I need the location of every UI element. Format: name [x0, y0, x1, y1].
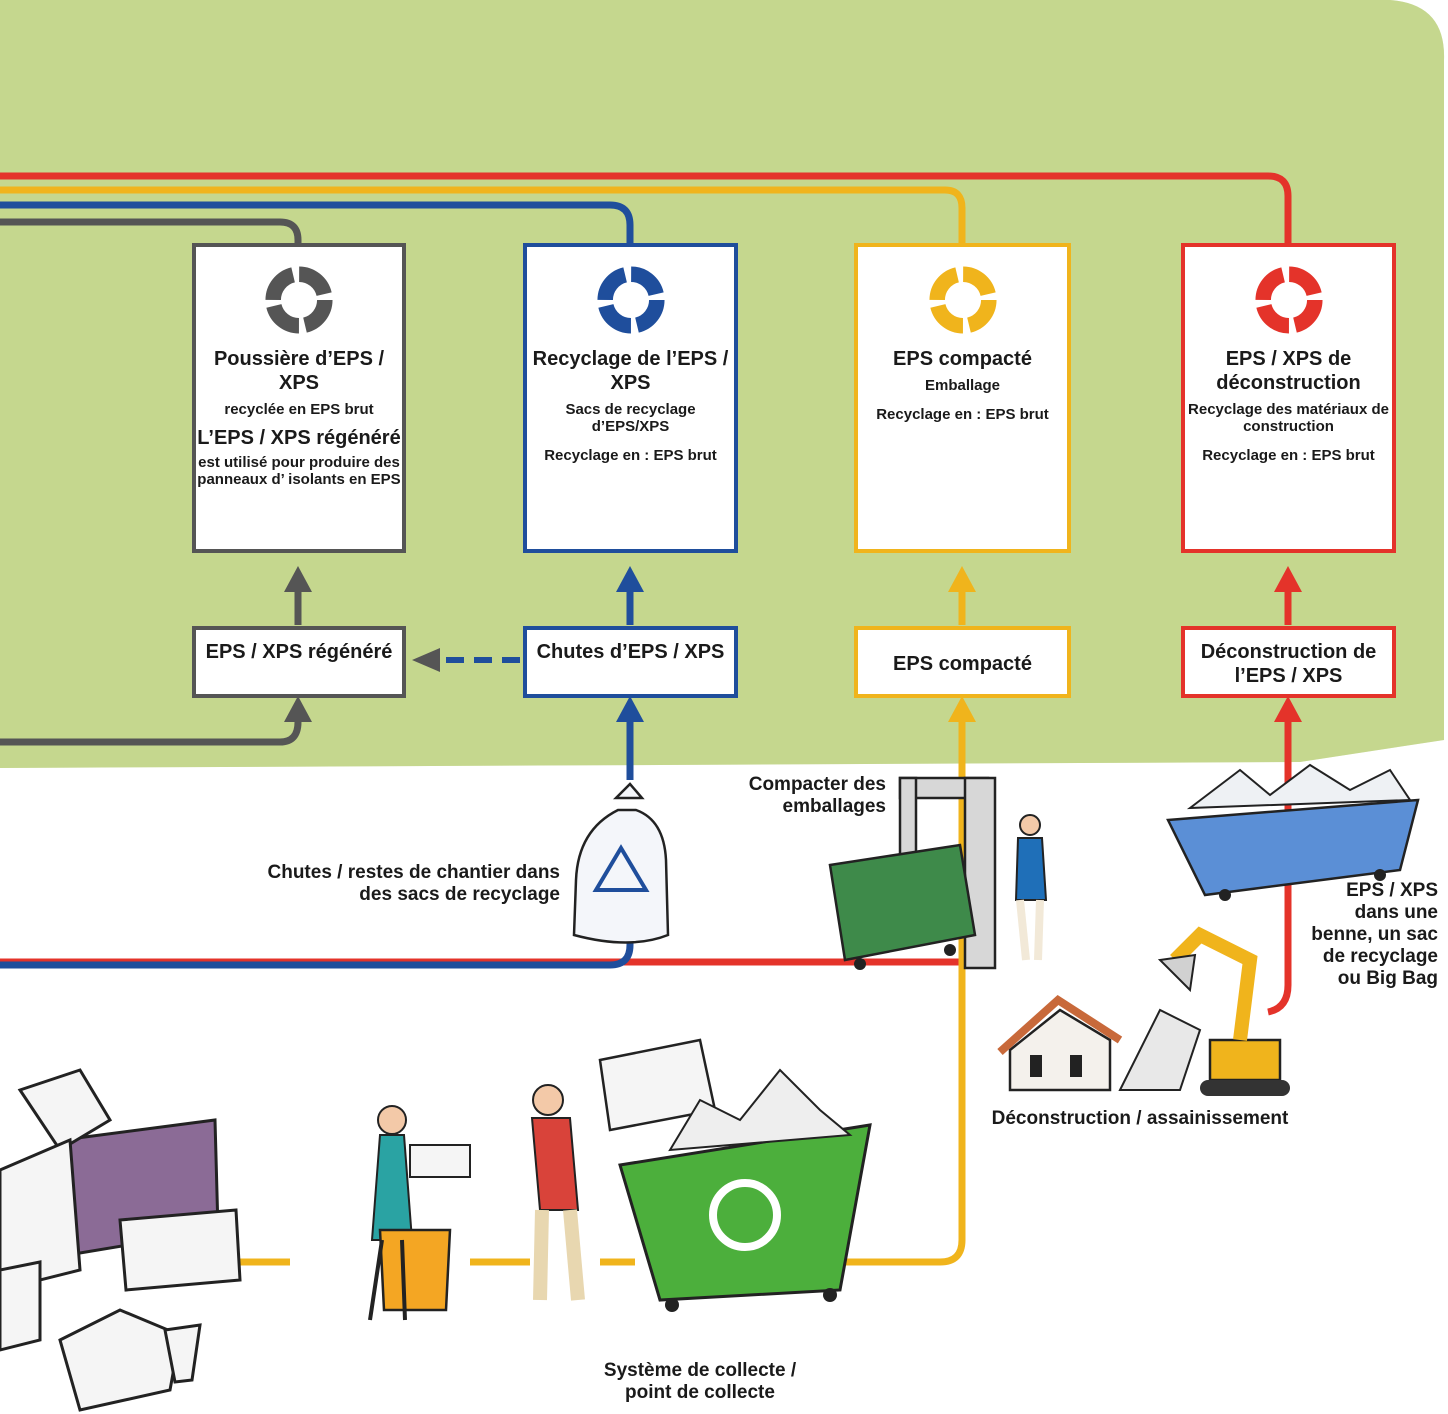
red-top-title: EPS / XPS de déconstruction: [1216, 348, 1361, 394]
collection-bin-illustration: [618, 1068, 872, 1312]
label-deconstruction: Déconstruction / assainissement: [991, 1108, 1289, 1129]
grey-top-sub2: est utilisé pour produire des panneaux d…: [197, 454, 401, 488]
yellow-top-title: EPS compacté: [893, 348, 1032, 370]
compactor-illustration: [828, 776, 1048, 970]
label-benne: EPS / XPS dans une benne, un sac de recy…: [1311, 880, 1438, 989]
packaging-waste-illustration: [0, 1068, 242, 1412]
recycle-icon-red: [1254, 266, 1323, 334]
yellow-top-sub2: Recyclage en : EPS brut: [876, 406, 1049, 423]
box-grey-mid: EPS / XPS régénéré: [192, 626, 406, 698]
recycle-icon-yellow: [928, 266, 997, 334]
box-red-top: EPS / XPS de déconstruction Recyclage de…: [1181, 243, 1396, 553]
recycle-icon-blue: [596, 266, 665, 334]
blue-top-sub1: Sacs de recyclage d’EPS/XPS: [565, 401, 696, 435]
label-chutes-sacs: Chutes / restes de chantier dans des sac…: [267, 862, 561, 905]
red-top-sub2: Recyclage en : EPS brut: [1202, 447, 1375, 464]
man-carrying-box-illustration: [530, 1038, 717, 1301]
yellow-flow-line: [0, 186, 966, 1266]
grey-top-sub1: recyclée en EPS brut: [224, 401, 374, 418]
label-collecte: Système de collecte / point de collecte: [603, 1360, 797, 1403]
blue-mid-title: Chutes d’EPS / XPS: [536, 641, 725, 663]
red-mid-title: Déconstruction de l’EPS / XPS: [1200, 641, 1377, 687]
grey-top-title2: L’EPS / XPS régénéré: [197, 427, 401, 449]
grey-top-title: Poussière d’EPS / XPS: [213, 348, 385, 394]
blue-top-sub2: Recyclage en : EPS brut: [544, 447, 717, 464]
box-red-mid: Déconstruction de l’EPS / XPS: [1181, 626, 1396, 698]
box-yellow-mid: EPS compacté: [854, 626, 1071, 698]
red-top-sub1: Recyclage des matériaux de construction: [1188, 401, 1389, 435]
box-blue-top: Recyclage de l’EPS / XPS Sacs de recycla…: [523, 243, 738, 553]
grey-mid-title: EPS / XPS régénéré: [205, 641, 393, 663]
label-compacter: Compacter des emballages: [748, 774, 886, 817]
recycling-bag-illustration: [572, 782, 670, 944]
arrow-heads: [284, 566, 1302, 722]
box-blue-mid: Chutes d’EPS / XPS: [523, 626, 738, 698]
yellow-mid-title: EPS compacté: [893, 653, 1032, 675]
box-yellow-top: EPS compacté Emballage Recyclage en : EP…: [854, 243, 1071, 553]
box-grey-top: Poussière d’EPS / XPS recyclée en EPS br…: [192, 243, 406, 553]
skip-container-illustration: [1166, 763, 1420, 901]
yellow-top-sub1: Emballage: [924, 377, 1001, 394]
woman-carrying-box-illustration: [368, 1105, 471, 1321]
demolition-illustration: [997, 926, 1290, 1096]
blue-top-title: Recyclage de l’EPS / XPS: [532, 348, 729, 394]
recycle-icon-grey: [265, 266, 333, 334]
